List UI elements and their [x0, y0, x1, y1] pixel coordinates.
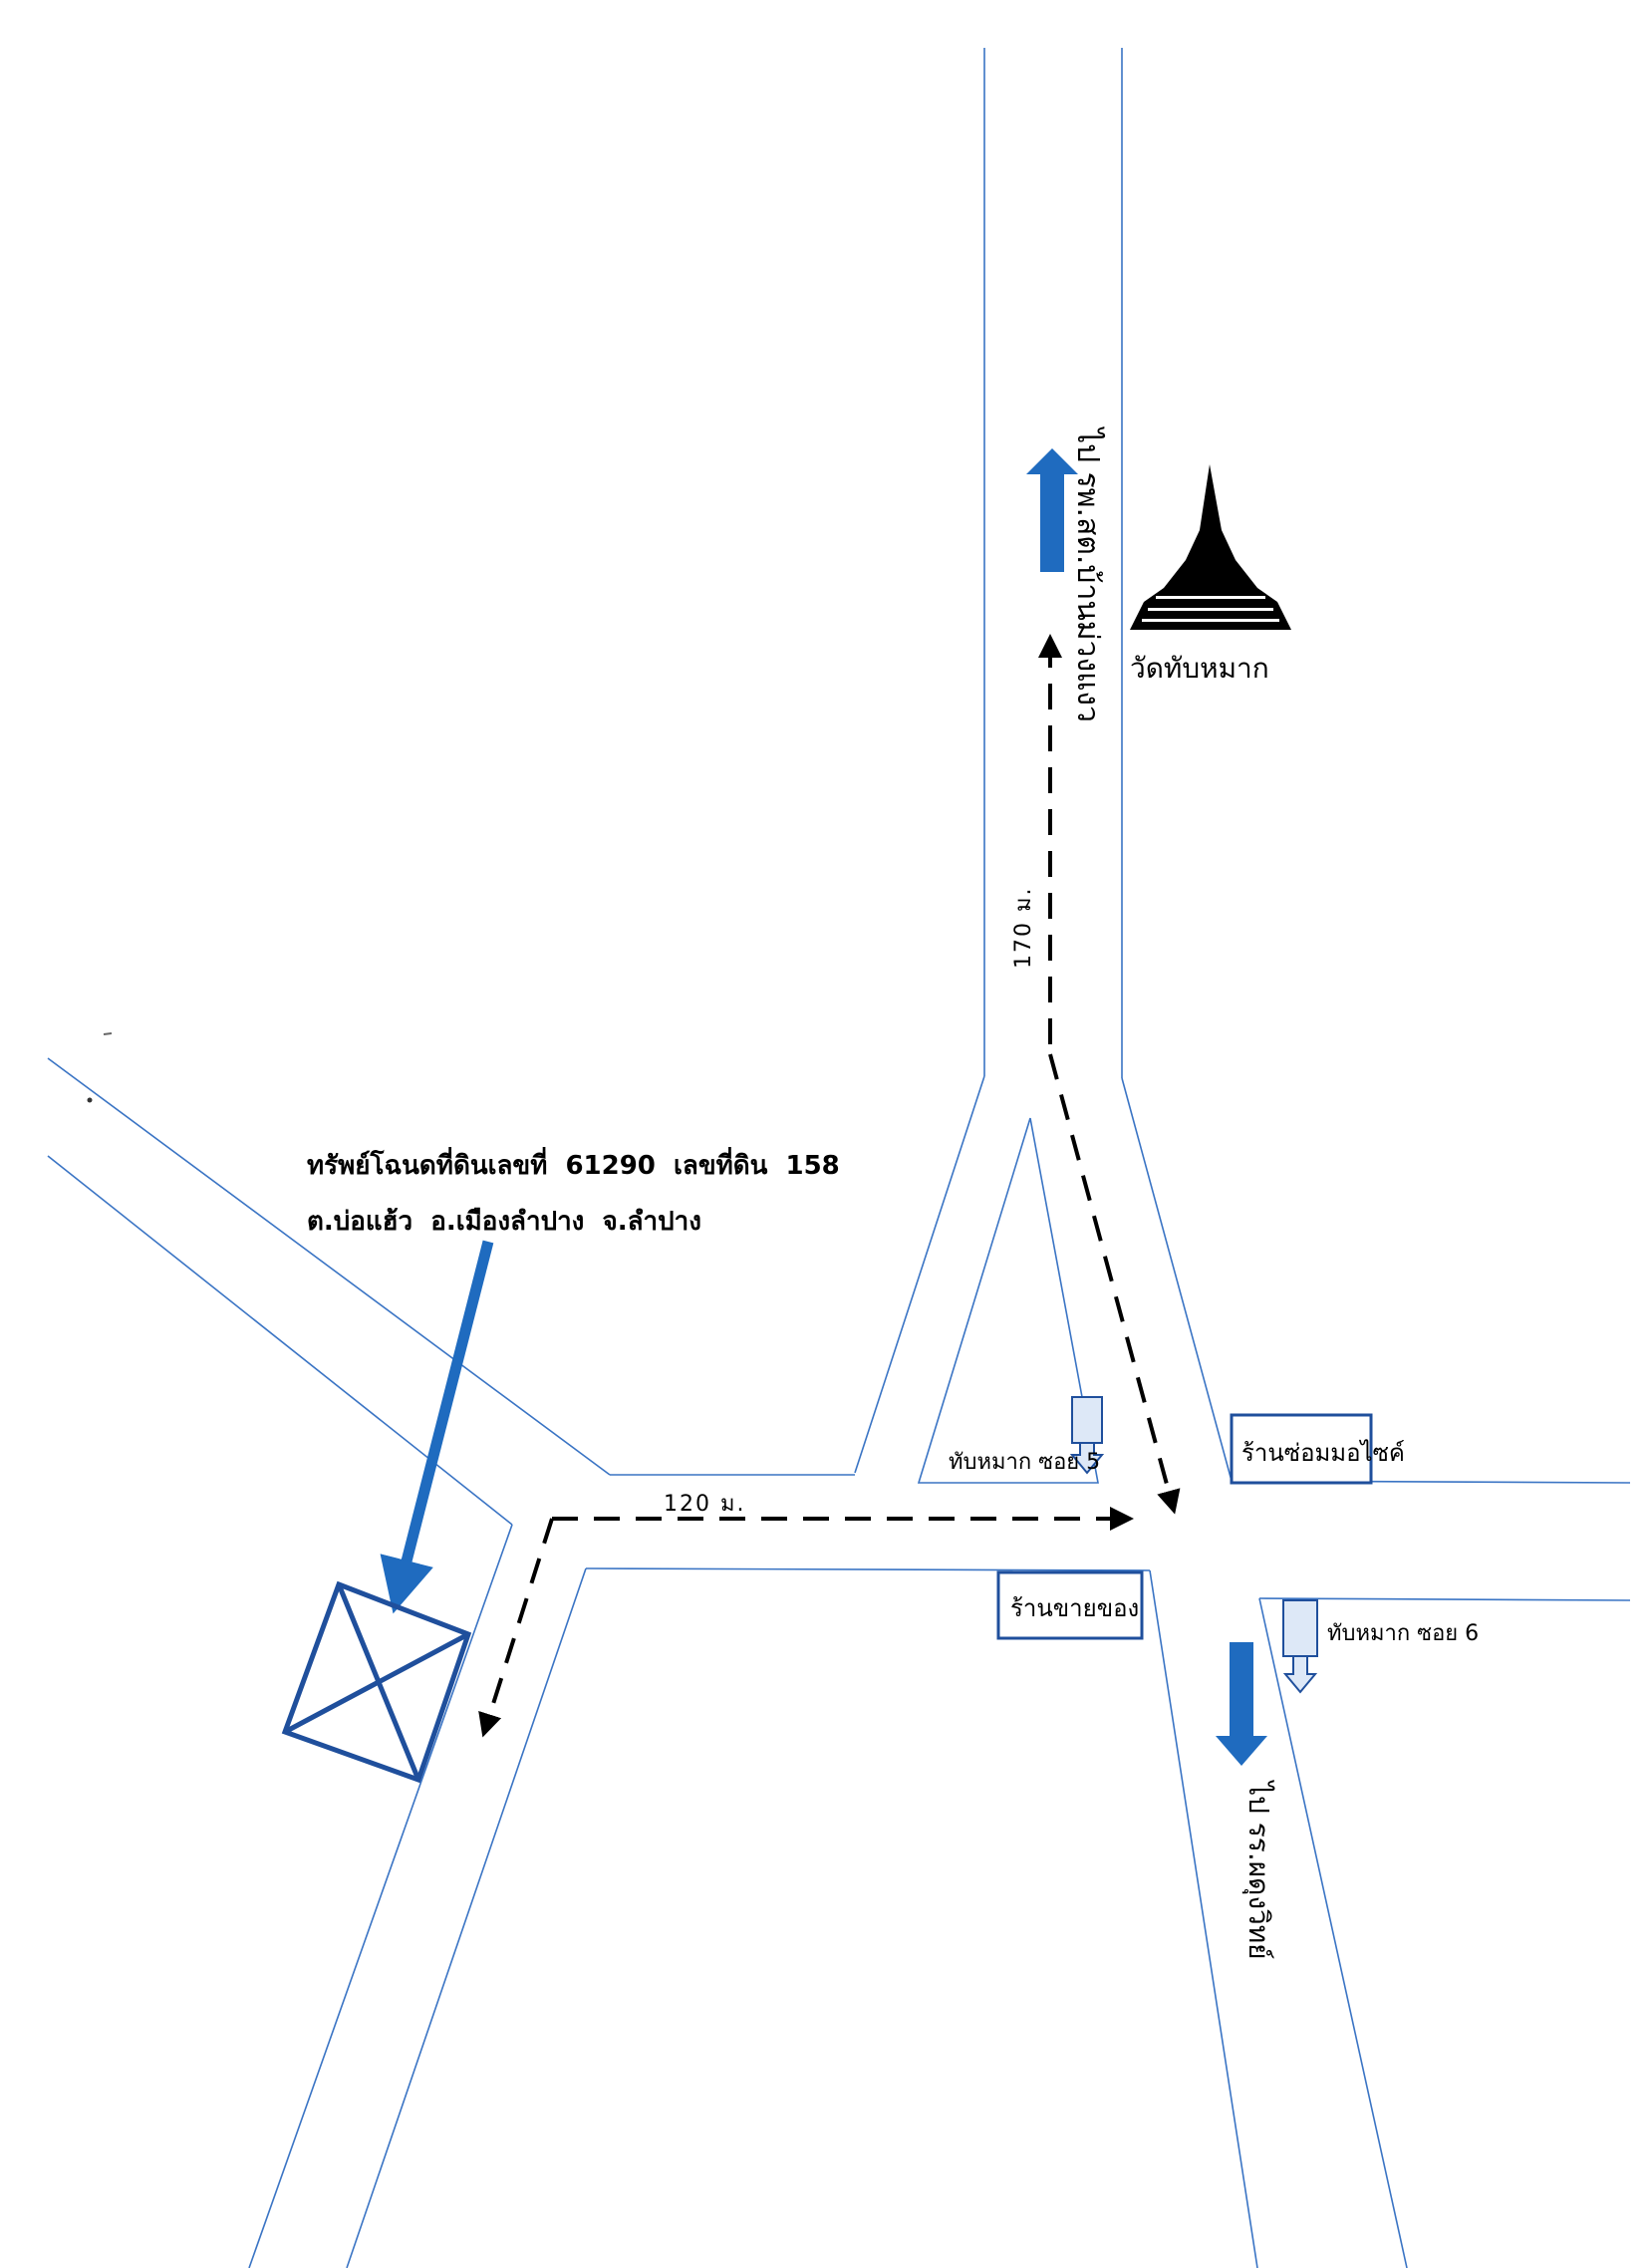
- branch-left-outer: [854, 1075, 985, 1474]
- soi-6-sign-arrow-icon: [1282, 1655, 1318, 1694]
- temple-stupa-icon: [1130, 464, 1291, 630]
- east-road-bottom: [1258, 1597, 1631, 1601]
- route-segment-southwest: [478, 1518, 554, 1738]
- property-label-line1: ทรัพย์โฉนดที่ดินเลขที่ 61290 เลขที่ดิน 1…: [307, 1146, 840, 1181]
- temple-landmark: วัดทับหมาก: [1130, 464, 1291, 685]
- scan-speck: [103, 1032, 113, 1035]
- north-direction: ไป รพ.สต.บ้านม่วงแงว: [1026, 426, 1106, 722]
- property-parcel: [281, 1580, 472, 1784]
- route-segment-diagonal: [1048, 1053, 1181, 1515]
- motorcycle-shop-label: ร้านซ่อมมอไซค์: [1241, 1439, 1405, 1467]
- temple-step-line: [1156, 596, 1265, 599]
- motorcycle-shop-landmark: ร้านซ่อมมอไซค์: [1230, 1413, 1405, 1485]
- sw-road-left: [248, 1524, 513, 2268]
- property-label-line2: ต.บ่อแฮ้ว อ.เมืองลำปาง จ.ลำปาง: [307, 1207, 701, 1237]
- property-pointer-arrow-icon: [380, 1240, 494, 1614]
- soi-6-sign: ทับหมาก ซอย 6: [1282, 1599, 1479, 1694]
- parcel-cross-line: [283, 1631, 470, 1735]
- soi-5-sign: ทับหมาก ซอย 5: [949, 1396, 1105, 1475]
- distance-label-west: 120 ม.: [664, 1492, 745, 1517]
- branch-right-outer: [1121, 1077, 1233, 1482]
- south-direction: ไป รร.ผดุงวิทย์: [1216, 1642, 1275, 1960]
- grocery-shop-landmark: ร้านขายของ: [996, 1570, 1144, 1640]
- route-path: [478, 634, 1181, 1738]
- south-arrow-icon: [1216, 1642, 1267, 1766]
- grocery-shop-label: ร้านขายของ: [1010, 1594, 1139, 1622]
- temple-label: วัดทับหมาก: [1130, 652, 1269, 685]
- motorcycle-shop-box: [1230, 1413, 1373, 1485]
- soi-5-sign-post: [1071, 1396, 1103, 1444]
- north-direction-label: ไป รพ.สต.บ้านม่วงแงว: [1070, 426, 1106, 722]
- north-arrow-icon: [1026, 448, 1078, 572]
- soi-6-label: ทับหมาก ซอย 6: [1327, 1621, 1479, 1646]
- sw-road-right: [346, 1567, 587, 2268]
- south-road-right: [1258, 1597, 1408, 2268]
- temple-step-line: [1142, 619, 1279, 622]
- grocery-shop-box: [996, 1570, 1144, 1640]
- south-direction-label: ไป รร.ผดุงวิทย์: [1241, 1780, 1275, 1960]
- scan-speck: [87, 1097, 93, 1103]
- west-road-bottom: [585, 1567, 1151, 1571]
- soi-6-sign-post: [1282, 1599, 1318, 1657]
- soi-5-label: ทับหมาก ซอย 5: [949, 1450, 1100, 1475]
- south-road-left: [1149, 1569, 1258, 2268]
- nw-road-top: [47, 1057, 611, 1476]
- soi-5-sign-arrow-icon: [1069, 1442, 1105, 1475]
- distance-label-north: 170 ม.: [1011, 887, 1036, 969]
- temple-step-line: [1148, 608, 1273, 611]
- triangle-island: [917, 1117, 1099, 1484]
- property-annotation: ทรัพย์โฉนดที่ดินเลขที่ 61290 เลขที่ดิน 1…: [307, 1146, 840, 1614]
